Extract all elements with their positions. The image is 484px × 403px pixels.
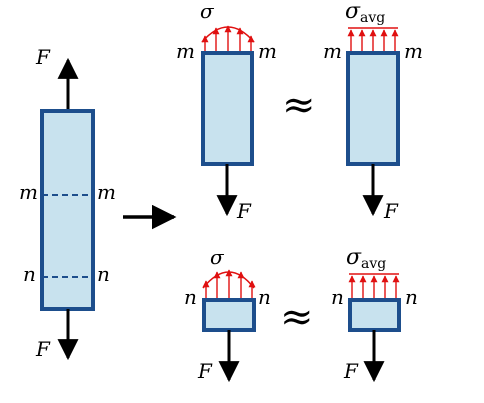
lower-cut-bar (202, 298, 256, 332)
full-bar-group: F m m n n F (19, 45, 116, 361)
section-m-left-label: m (176, 39, 195, 63)
section-n-right-label: n (97, 262, 110, 286)
full-bar (40, 109, 95, 311)
sigma-avg-label: σavg (345, 0, 385, 26)
section-n-left-label: n (23, 262, 36, 286)
upper-cut-bar-avg (346, 51, 400, 166)
top-force-label: F (35, 45, 51, 69)
section-m-left-label: m (323, 39, 342, 63)
force-label: F (236, 199, 252, 223)
section-m-right-label: m (404, 39, 423, 63)
force-label: F (383, 199, 399, 223)
upper-cut-bar (201, 51, 254, 166)
section-m-left-label: m (19, 180, 38, 204)
lower-cut-uniform: σavg n n F (331, 245, 418, 383)
section-n-right-label: n (405, 285, 418, 309)
upper-cut-nonuniform: σ m m F (176, 0, 277, 223)
force-label: F (343, 359, 359, 383)
sigma-avg-label: σavg (346, 245, 386, 272)
upper-cut-uniform: σavg m m F (323, 0, 423, 223)
sigma-label: σ (210, 245, 225, 269)
lower-cut-bar-avg (348, 298, 401, 332)
section-m-right-label: m (97, 180, 116, 204)
section-n-left-label: n (184, 285, 197, 309)
force-label: F (197, 359, 213, 383)
lower-cut-nonuniform: σ n n F (184, 245, 271, 383)
section-m-right-label: m (258, 39, 277, 63)
section-n-left-label: n (331, 285, 344, 309)
section-n-right-label: n (258, 285, 271, 309)
bottom-force-label: F (35, 337, 51, 361)
sigma-label: σ (200, 0, 215, 23)
approx-symbol-top: ≈ (282, 82, 316, 128)
approx-symbol-bottom: ≈ (280, 294, 314, 340)
